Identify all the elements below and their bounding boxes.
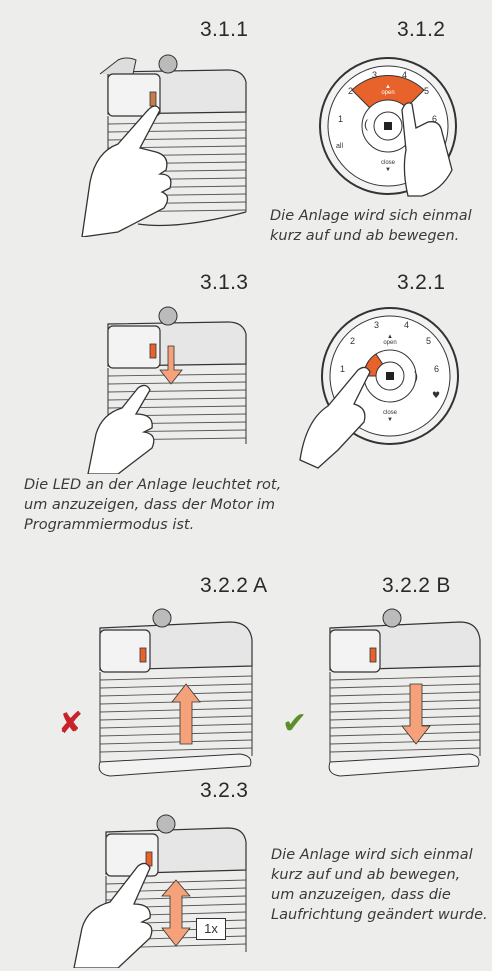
step-label-3-1-1: 3.1.1 [200, 18, 249, 41]
svg-text:4: 4 [404, 320, 409, 330]
caption-3-2-3: Die Anlage wird sich einmal kurz auf und… [271, 845, 488, 925]
svg-text:6: 6 [432, 114, 437, 124]
stop-square-icon [384, 122, 392, 130]
svg-text:): ) [414, 369, 418, 383]
svg-text:open: open [381, 90, 394, 96]
svg-text:6: 6 [434, 364, 439, 374]
remote-press-open-illustration: ▲ open close ▼ ( 1 2 3 4 5 6 all [302, 50, 474, 198]
caption-line: um anzuzeigen, dass die [271, 887, 451, 903]
caption-line: Die LED an der Anlage leuchtet rot, [24, 477, 282, 493]
svg-text:close: close [383, 410, 398, 416]
caption-line: Laufrichtung geändert wurde. [271, 907, 488, 923]
svg-text:all: all [336, 143, 343, 150]
blind-arrow-down-right-illustration [320, 606, 484, 778]
stop-square-icon [386, 372, 394, 380]
svg-text:close: close [381, 160, 396, 166]
remote-press-left-illustration: ▲ open close ▼ ) 1 2 3 4 5 6 ♥ all [298, 300, 474, 470]
caption-line: kurz auf und ab bewegen. [270, 228, 460, 244]
caption-3-1-3: Die LED an der Anlage leuchtet rot, um a… [24, 475, 281, 535]
wrong-cross-icon: ✘ [58, 706, 84, 741]
svg-text:1: 1 [338, 114, 343, 124]
step-label-3-2-3: 3.2.3 [200, 779, 249, 802]
caption-3-1-2: Die Anlage wird sich einmal kurz auf und… [270, 206, 472, 246]
caption-line: Programmiermodus ist. [24, 517, 195, 533]
svg-text:▲: ▲ [387, 334, 393, 340]
caption-line: um anzuzeigen, dass der Motor im [24, 497, 276, 513]
caption-line: Die Anlage wird sich einmal [270, 208, 472, 224]
step-label-3-1-3: 3.1.3 [200, 271, 249, 294]
heart-icon: ♥ [432, 391, 440, 401]
svg-text:3: 3 [374, 320, 379, 330]
right-check-icon: ✔ [282, 706, 308, 741]
blind-led-red-illustration [78, 304, 258, 474]
step-label-3-2-1: 3.2.1 [397, 271, 446, 294]
caption-line: Die Anlage wird sich einmal [271, 847, 473, 863]
caption-line: kurz auf und ab bewegen, [271, 867, 461, 883]
step-label-3-1-2: 3.1.2 [397, 18, 446, 41]
svg-text:▼: ▼ [385, 167, 391, 173]
svg-text:(: ( [364, 117, 368, 131]
svg-text:5: 5 [424, 86, 429, 96]
svg-text:2: 2 [350, 336, 355, 346]
svg-text:2: 2 [348, 86, 353, 96]
step-label-3-2-2-b: 3.2.2 B [382, 574, 451, 597]
blind-confirm-1x-illustration [72, 812, 262, 968]
blind-press-button-illustration [78, 52, 258, 237]
svg-text:5: 5 [426, 336, 431, 346]
svg-text:1: 1 [340, 364, 345, 374]
svg-text:▲: ▲ [385, 84, 391, 90]
svg-text:4: 4 [402, 70, 407, 80]
step-label-3-2-2-a: 3.2.2 A [200, 574, 268, 597]
svg-text:open: open [383, 340, 396, 346]
repeat-1x-badge: 1x [196, 918, 226, 940]
svg-text:3: 3 [372, 70, 377, 80]
svg-text:▼: ▼ [387, 417, 393, 423]
blind-arrow-up-wrong-illustration [90, 606, 260, 778]
